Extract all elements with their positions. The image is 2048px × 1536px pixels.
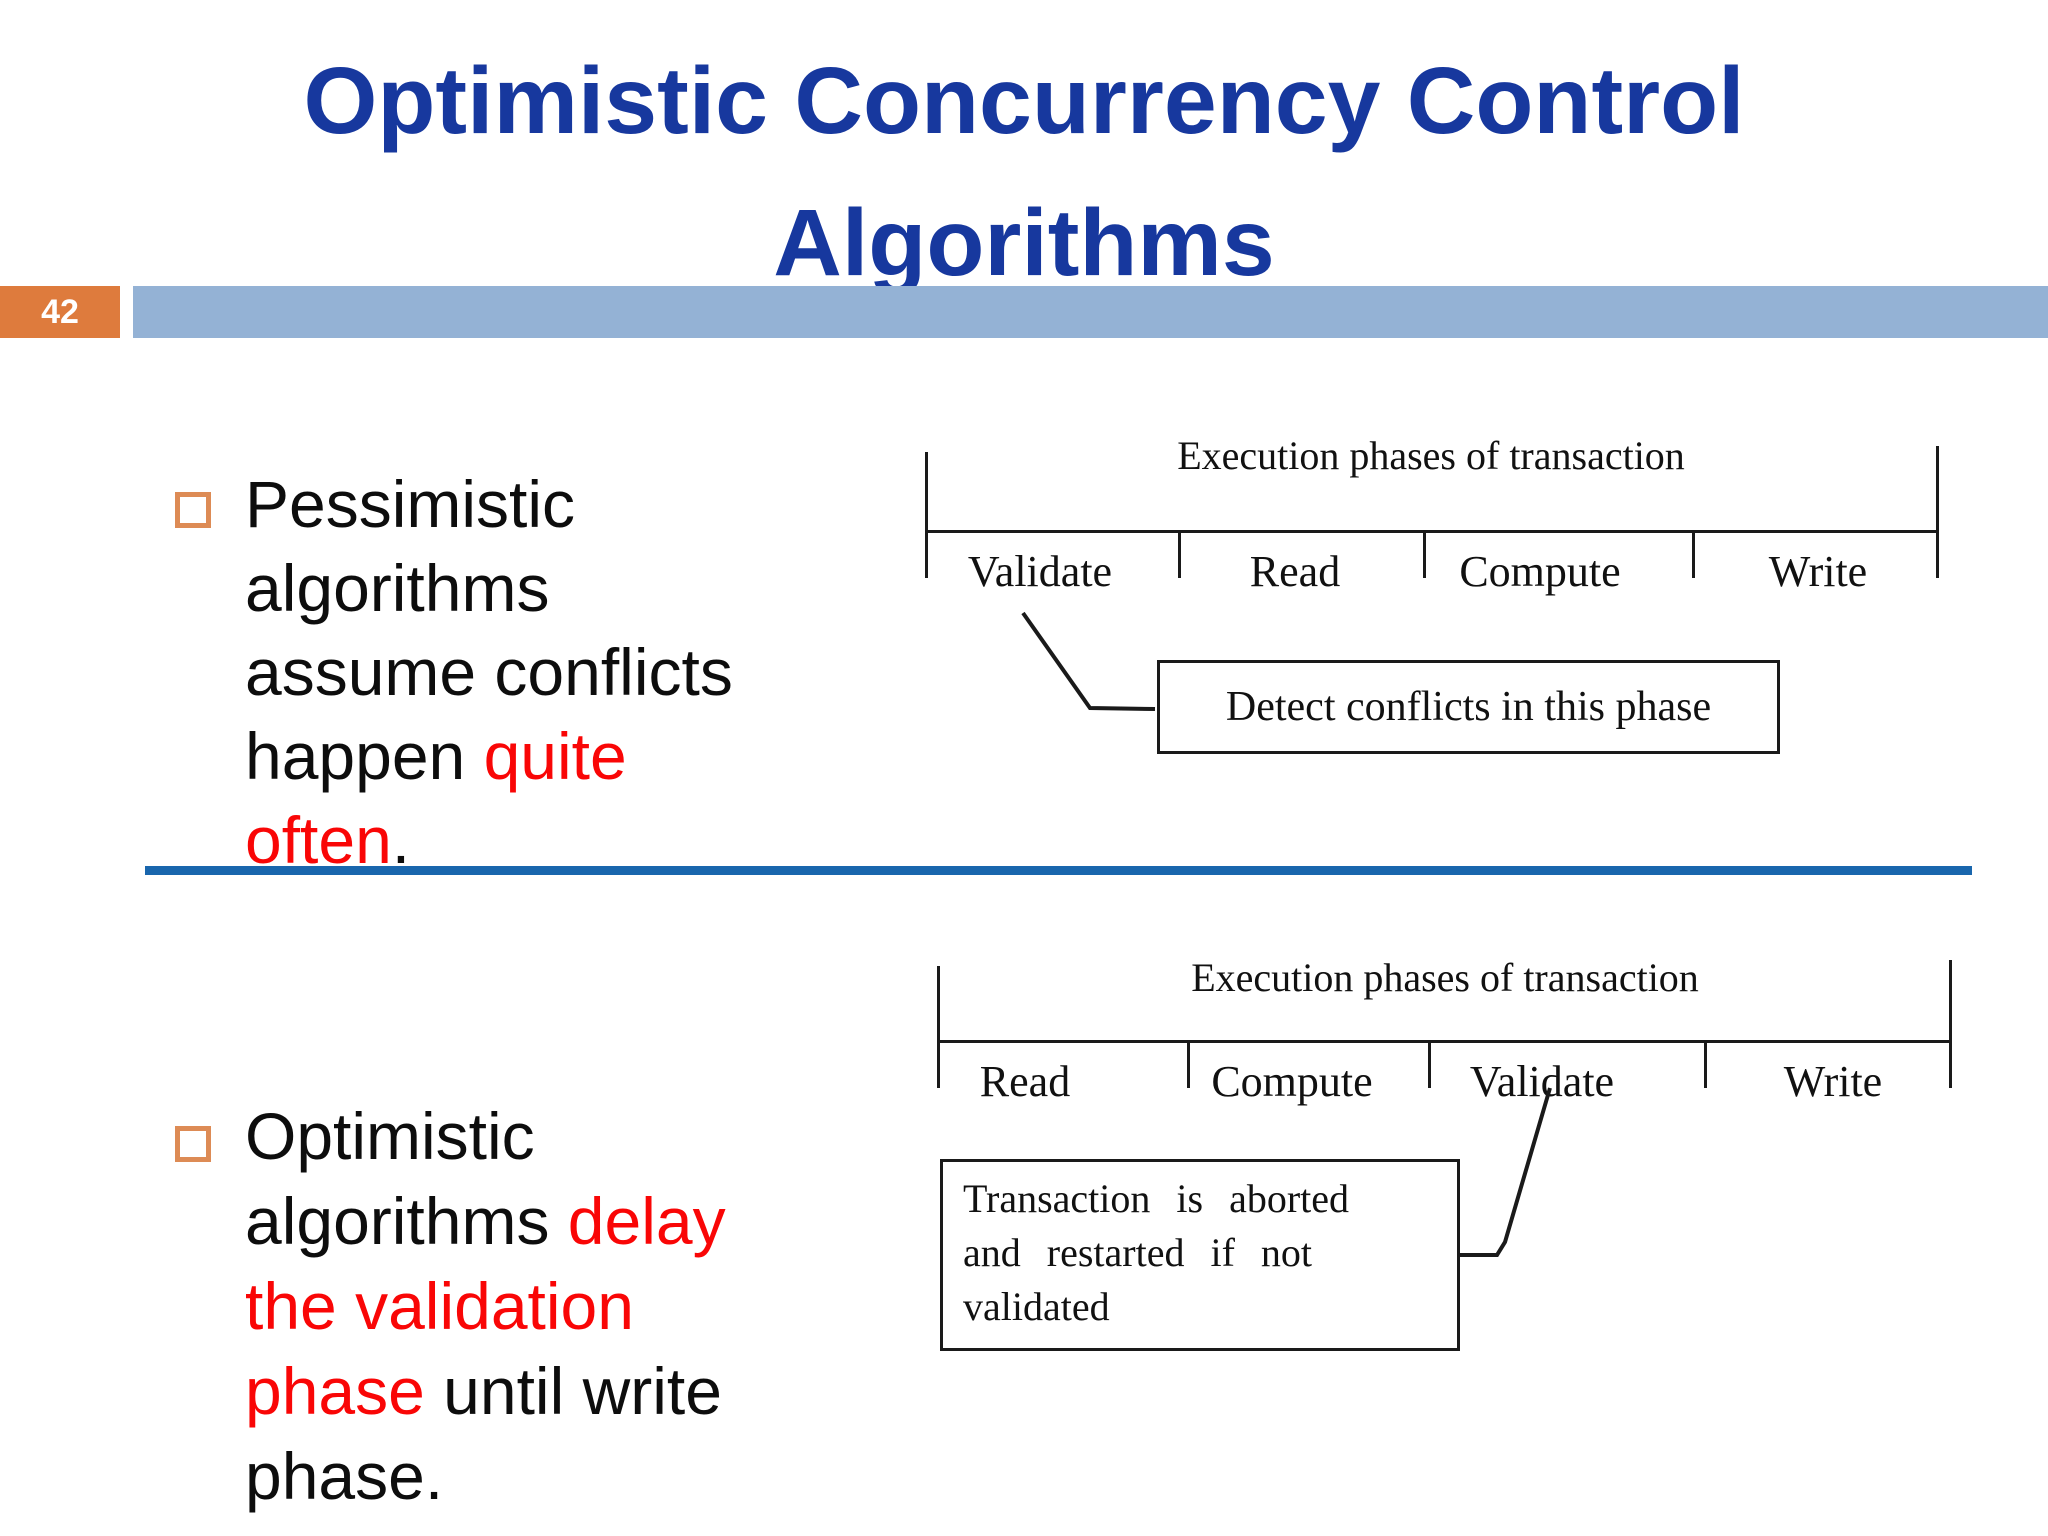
diagram-1-left-bar xyxy=(925,452,928,578)
diagram-2-title: Execution phases of transaction xyxy=(1191,955,1699,1000)
bullet-pessimistic-text: Pessimistic algorithms assume conflicts … xyxy=(245,462,945,882)
diagram-2-pointer-line xyxy=(1459,1087,1552,1257)
title-accent-bar xyxy=(133,286,2048,338)
bullet-optimistic-text: Optimistic algorithms delay the validati… xyxy=(245,1094,945,1519)
diagram-1-phase-compute: Compute xyxy=(1459,547,1621,596)
bullet-square-icon xyxy=(175,1126,211,1162)
bullet-2-text-highlight: delay the validation phase xyxy=(245,1184,726,1428)
diagram-1-phase-validate: Validate xyxy=(967,547,1113,596)
bullet-2-text-part2: until write phase. xyxy=(245,1354,722,1513)
diagram-1-right-bar xyxy=(1936,446,1939,578)
diagram-2-left-bar xyxy=(937,966,940,1088)
diagram-2-tick xyxy=(1704,1042,1707,1088)
diagram-1-axis-line xyxy=(925,530,1939,533)
diagram-2-tick xyxy=(1428,1042,1431,1088)
diagram-1-phase-read: Read xyxy=(1249,547,1341,596)
bullet-2-text-part1: Optimistic algorithms xyxy=(245,1099,550,1258)
diagram-1-callout-text: Detect conflicts in this phase xyxy=(1225,684,1712,730)
diagram-2-right-bar xyxy=(1949,960,1952,1088)
bullet-1-text-part1: Pessimistic algorithms assume conflicts … xyxy=(245,467,733,793)
bullet-square-icon xyxy=(175,492,211,528)
diagram-2-tick xyxy=(1187,1042,1190,1088)
diagram-1-tick xyxy=(1423,532,1426,578)
diagram-2-axis-line xyxy=(937,1040,1952,1043)
bullet-1-text-highlight: quite often xyxy=(245,719,627,877)
diagram-1-pointer-line xyxy=(1021,611,1156,711)
diagram-2-phase-compute: Compute xyxy=(1211,1057,1373,1106)
diagram-2-callout-box: Transaction is aborted and restarted if … xyxy=(940,1159,1460,1351)
diagram-2-phase-write: Write xyxy=(1783,1057,1883,1106)
diagram-1-tick xyxy=(1692,532,1695,578)
page-number: 42 xyxy=(41,292,79,331)
section-divider-line xyxy=(145,866,1972,875)
bullet-1-text-part2: . xyxy=(391,803,411,877)
slide-title: Optimistic Concurrency Control Algorithm… xyxy=(303,48,1745,296)
diagram-1-phase-write: Write xyxy=(1768,547,1868,596)
diagram-2-phase-validate: Validate xyxy=(1469,1057,1615,1106)
diagram-1-callout-box: Detect conflicts in this phase xyxy=(1157,660,1780,754)
diagram-1-tick xyxy=(1178,532,1181,578)
diagram-1-title: Execution phases of transaction xyxy=(1177,433,1685,478)
diagram-2-phase-read: Read xyxy=(979,1057,1071,1106)
page-number-badge: 42 xyxy=(0,286,120,338)
